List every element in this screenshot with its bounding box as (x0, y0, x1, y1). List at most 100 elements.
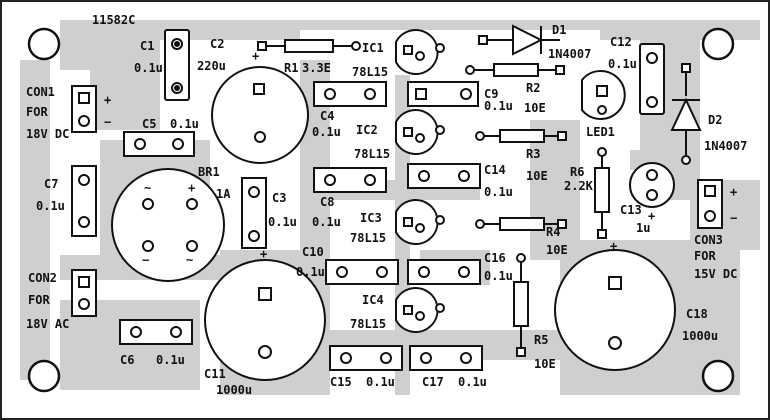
capacitor-c3 (241, 177, 267, 249)
value-c7: 0.1u (36, 199, 65, 213)
label-c18: C18 (686, 307, 708, 321)
value-r5: 10E (534, 357, 556, 371)
value-c17: 0.1u (458, 375, 487, 389)
value-d2: 1N4007 (704, 139, 747, 153)
regulator-ic1 (395, 29, 445, 75)
value-c10: 0.1u (296, 265, 325, 279)
value-c3: 0.1u (268, 215, 297, 229)
value-c16: 0.1u (484, 269, 513, 283)
capacitor-c10 (325, 259, 399, 285)
value-c13: 1u (636, 221, 650, 235)
regulator-ic4 (395, 287, 445, 333)
label-d2: D2 (708, 113, 722, 127)
polarity-con1-minus: − (104, 115, 111, 129)
diode-d1 (478, 24, 560, 56)
resistor-r2 (465, 63, 565, 77)
regulator-ic3 (395, 199, 445, 245)
label-con1-for: FOR (26, 105, 48, 119)
capacitor-c1 (164, 29, 190, 101)
capacitor-c16 (407, 259, 481, 285)
capacitor-c18 (554, 249, 676, 371)
label-c3: C3 (272, 191, 286, 205)
label-r5: R5 (534, 333, 548, 347)
polarity-br1-minus: − (142, 253, 149, 267)
value-c8: 0.1u (312, 215, 341, 229)
diode-d2 (670, 63, 702, 165)
label-c5: C5 (142, 117, 156, 131)
regulator-ic2 (395, 109, 445, 155)
led-led1 (581, 70, 626, 120)
label-con3: CON3 (694, 233, 723, 247)
label-led1: LED1 (586, 125, 615, 139)
label-c7: C7 (44, 177, 58, 191)
value-c15: 0.1u (366, 375, 395, 389)
value-ic2: 78L15 (354, 147, 390, 161)
value-c4: 0.1u (312, 125, 341, 139)
value-r2: 10E (524, 101, 546, 115)
label-ic3: IC3 (360, 211, 382, 225)
capacitor-c5 (123, 131, 195, 157)
mounting-holes (27, 27, 735, 393)
label-c8: C8 (320, 195, 334, 209)
capacitor-c6 (119, 319, 193, 345)
capacitor-c12 (639, 43, 665, 115)
value-ic1: 78L15 (352, 65, 388, 79)
value-c9: 0.1u (484, 99, 513, 113)
resistor-r1 (257, 39, 361, 53)
resistor-r5 (513, 253, 529, 357)
label-con2-volt: 18V AC (26, 317, 69, 331)
label-br1: BR1 (198, 165, 220, 179)
capacitor-c9 (407, 81, 479, 107)
label-con3-volt: 15V DC (694, 267, 737, 281)
label-c6: C6 (120, 353, 134, 367)
value-r6: 2.2K (564, 179, 594, 193)
label-r4: R4 (546, 225, 560, 239)
label-c2: C2 (210, 37, 224, 51)
polarity-br1-ac1: ~ (144, 181, 151, 195)
value-c14: 0.1u (484, 185, 513, 199)
connector-con2 (71, 269, 97, 317)
capacitor-c8 (313, 167, 387, 193)
value-br1: 1A (216, 187, 231, 201)
value-c2: 220u (197, 59, 226, 73)
polarity-c13: + (648, 209, 655, 223)
value-c5: 0.1u (170, 117, 199, 131)
capacitor-c11 (204, 259, 326, 381)
label-c10: C10 (302, 245, 324, 259)
label-con3-for: FOR (694, 249, 716, 263)
label-c17: C17 (422, 375, 444, 389)
value-c11: 1000u (216, 383, 252, 397)
polarity-con3-plus: + (730, 185, 737, 199)
label-c9: C9 (484, 87, 498, 101)
label-d1: D1 (552, 23, 566, 37)
resistor-r6 (594, 147, 610, 239)
label-c4: C4 (320, 109, 334, 123)
value-c12: 0.1u (608, 57, 637, 71)
connector-con1 (71, 85, 97, 133)
polarity-br1-ac2: ~ (186, 253, 193, 267)
label-ic4: IC4 (362, 293, 384, 307)
bridge-br1 (111, 168, 225, 282)
label-c12: C12 (610, 35, 632, 49)
label-c15: C15 (330, 375, 352, 389)
label-r1: R1 (284, 61, 298, 75)
polarity-c2: + (252, 49, 259, 63)
silkscreen-labels: 11582C C1 0.1u C2 220u + R1 3.3E IC1 78L… (26, 13, 747, 397)
label-r3: R3 (526, 147, 540, 161)
label-c11: C11 (204, 367, 226, 381)
capacitor-c4 (313, 81, 387, 107)
value-ic4: 78L15 (350, 317, 386, 331)
value-c1: 0.1u (134, 61, 163, 75)
capacitor-c14 (407, 163, 481, 189)
polarity-c11: + (260, 247, 267, 261)
value-d1: 1N4007 (548, 47, 591, 61)
resistor-r4 (475, 217, 567, 231)
capacitor-c17 (409, 345, 483, 371)
value-r4: 10E (546, 243, 568, 257)
mounting-hole (701, 359, 735, 393)
label-r6: R6 (570, 165, 584, 179)
mounting-hole (701, 27, 735, 61)
label-r2: R2 (526, 81, 540, 95)
label-con2-for: FOR (28, 293, 50, 307)
value-c6: 0.1u (156, 353, 185, 367)
